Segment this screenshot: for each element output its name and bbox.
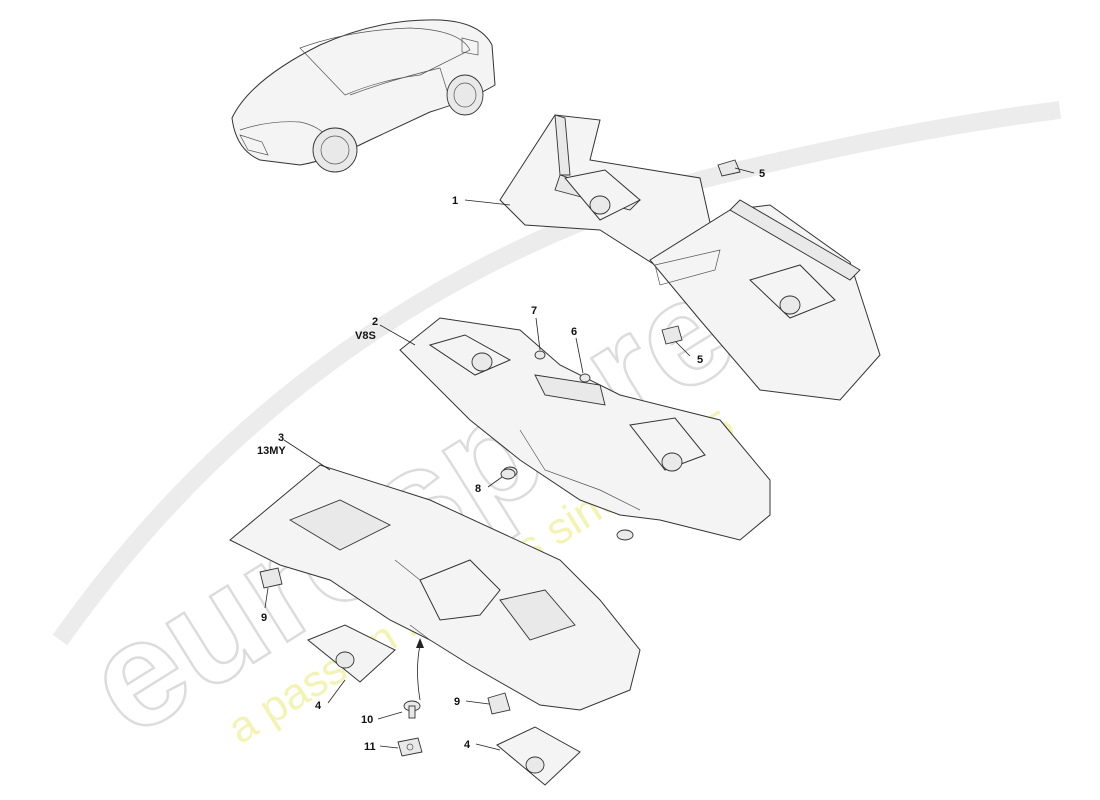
screw-10 xyxy=(403,700,421,719)
callout-number: 10 xyxy=(361,714,373,726)
callout-number: 6 xyxy=(571,326,577,338)
callout-number: 9 xyxy=(261,612,267,624)
callout-number: 3 xyxy=(278,432,284,444)
callout-10: 10 xyxy=(361,714,373,726)
lamp-4-lower xyxy=(496,726,581,786)
assembly-arrowhead xyxy=(416,638,424,648)
part-3-13my-panel xyxy=(229,464,641,711)
callout-sub: V8S xyxy=(355,330,376,342)
callout-number: 9 xyxy=(454,696,460,708)
callout-6: 6 xyxy=(571,326,577,338)
callout-8: 8 xyxy=(475,483,481,495)
clip-9-left xyxy=(259,567,283,589)
clip-9-lower xyxy=(487,692,511,715)
callout-number: 1 xyxy=(452,195,458,207)
callout-5-upper: 5 xyxy=(759,168,765,180)
screw-7 xyxy=(534,350,546,360)
callout-9-left: 9 xyxy=(261,612,267,624)
callout-4-lower: 4 xyxy=(464,739,471,751)
callout-number: 4 xyxy=(315,700,322,712)
callout-number: 8 xyxy=(475,483,481,495)
washer-8 xyxy=(500,468,516,480)
lamp-4-left xyxy=(307,624,396,683)
callout-number: 11 xyxy=(364,741,376,753)
callout-number: 7 xyxy=(531,305,537,317)
part-1-trim-panel xyxy=(499,114,881,401)
assembly-arrow xyxy=(417,644,421,701)
callout-4-left: 4 xyxy=(315,700,322,712)
callout-1: 1 xyxy=(452,195,458,207)
clip-5-lower xyxy=(661,325,683,345)
callout-3: 3 13MY xyxy=(257,432,286,457)
callout-sub: 13MY xyxy=(257,445,286,457)
callout-number: 4 xyxy=(464,739,471,751)
callout-number: 2 xyxy=(372,316,378,328)
car-illustration xyxy=(231,19,496,173)
screw-6 xyxy=(579,373,591,383)
callout-number: 5 xyxy=(759,168,765,180)
leader-lines xyxy=(264,167,755,751)
clip-5-upper xyxy=(717,159,741,177)
callout-2: 2 V8S xyxy=(355,316,378,342)
nut-11 xyxy=(397,737,423,757)
callout-7: 7 xyxy=(531,305,537,317)
callout-number: 5 xyxy=(697,354,703,366)
callout-9-lower: 9 xyxy=(454,696,460,708)
callout-5-lower: 5 xyxy=(697,354,703,366)
callout-11: 11 xyxy=(364,741,376,753)
